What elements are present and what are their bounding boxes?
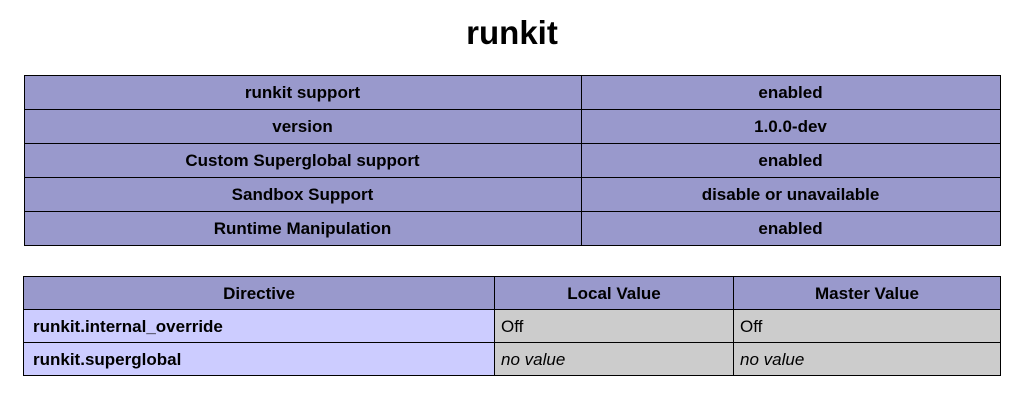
- module-info-label: Sandbox Support: [23, 177, 582, 212]
- table-row: runkit support enabled: [23, 75, 1001, 110]
- table-row: Custom Superglobal support enabled: [23, 143, 1001, 178]
- module-info-body: runkit support enabled version 1.0.0-dev…: [23, 75, 1001, 246]
- module-info-label: version: [23, 109, 582, 144]
- module-info-label: Custom Superglobal support: [23, 143, 582, 178]
- directive-master-value: no value: [733, 342, 1001, 376]
- module-info-value: 1.0.0-dev: [580, 109, 1001, 144]
- table-row: version 1.0.0-dev: [23, 109, 1001, 144]
- module-info-value: disable or unavailable: [580, 177, 1001, 212]
- module-info-label: runkit support: [23, 75, 582, 110]
- table-row: Sandbox Support disable or unavailable: [23, 177, 1001, 212]
- directives-table: Directive Local Value Master Value runki…: [23, 276, 1001, 376]
- directives-head: Directive Local Value Master Value: [23, 276, 1001, 310]
- column-header-local-value: Local Value: [494, 276, 734, 310]
- directive-master-value: Off: [733, 309, 1001, 343]
- table-header-row: Directive Local Value Master Value: [23, 276, 1001, 310]
- module-info-value: enabled: [580, 75, 1001, 110]
- directive-name: runkit.superglobal: [23, 342, 495, 376]
- directive-local-value: Off: [494, 309, 734, 343]
- column-header-directive: Directive: [23, 276, 495, 310]
- directive-name: runkit.internal_override: [23, 309, 495, 343]
- table-row: Runtime Manipulation enabled: [23, 211, 1001, 246]
- table-row: runkit.superglobal no value no value: [23, 342, 1001, 376]
- module-info-value: enabled: [580, 143, 1001, 178]
- column-header-master-value: Master Value: [733, 276, 1001, 310]
- module-info-label: Runtime Manipulation: [23, 211, 582, 246]
- module-info-value: enabled: [580, 211, 1001, 246]
- table-row: runkit.internal_override Off Off: [23, 309, 1001, 343]
- directives-body: runkit.internal_override Off Off runkit.…: [23, 309, 1001, 376]
- module-info-table: runkit support enabled version 1.0.0-dev…: [23, 75, 1001, 246]
- page-title: runkit: [466, 14, 558, 51]
- directive-local-value: no value: [494, 342, 734, 376]
